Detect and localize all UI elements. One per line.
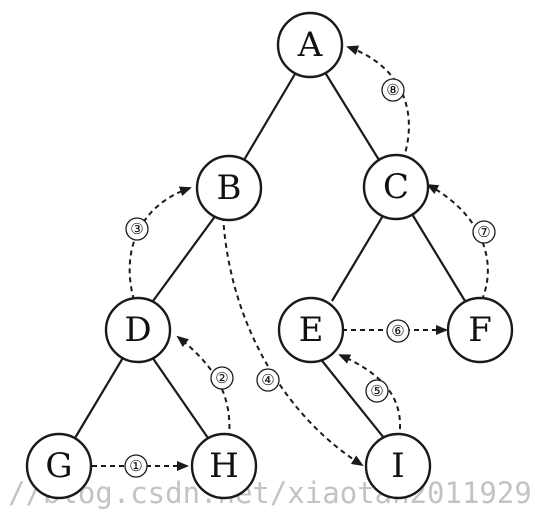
node-f: F: [446, 296, 514, 364]
watermark-text: //blog.csdn.net/xiaotan2011929: [8, 476, 532, 510]
node-i-label: I: [391, 446, 404, 486]
node-h: H: [190, 432, 258, 500]
step-marker-label: ③: [130, 220, 143, 238]
tree-edges: [74, 73, 466, 439]
edge-a-b: [243, 73, 296, 161]
step-marker: ⑧: [381, 78, 405, 102]
thread-i-e: [338, 354, 401, 439]
node-f-circle: [446, 296, 514, 364]
step-marker: ④: [256, 368, 280, 392]
edge-c-e: [331, 213, 385, 302]
node-c-label: C: [383, 167, 409, 207]
step-marker-ring: [210, 366, 234, 390]
thread-b-i: [222, 215, 364, 467]
step-marker: ⑦: [472, 220, 496, 244]
thread-c-a: [346, 45, 410, 161]
step-marker-ring: [386, 319, 410, 343]
node-i-circle: [364, 432, 432, 500]
step-marker-label: ⑧: [386, 81, 399, 99]
step-marker: ②: [210, 366, 234, 390]
step-marker-ring: [365, 379, 389, 403]
thread-f-c: [426, 184, 489, 301]
edge-d-g: [74, 355, 125, 439]
edge-e-i: [318, 356, 385, 439]
node-d-label: D: [124, 310, 151, 350]
node-a-circle: [276, 11, 344, 79]
step-marker-label: ⑤: [370, 382, 383, 400]
edge-d-h: [151, 356, 209, 439]
step-marker-label: ①: [129, 457, 142, 475]
node-e-label: E: [299, 310, 324, 350]
step-marker-ring: [256, 368, 280, 392]
node-c: C: [362, 153, 430, 221]
step-marker-ring: [472, 220, 496, 244]
step-marker: ⑥: [386, 319, 410, 343]
node-h-label: H: [209, 446, 239, 486]
node-g: G: [25, 432, 93, 500]
node-e-circle: [277, 296, 345, 364]
node-c-circle: [362, 153, 430, 221]
tree-nodes: A B C D E F G H: [25, 11, 514, 500]
thread-d-b: [128, 186, 192, 301]
step-marker: ⑤: [365, 379, 389, 403]
step-marker-label: ②: [215, 369, 228, 387]
watermark: //blog.csdn.net/xiaotan2011929: [8, 476, 532, 510]
node-a: A: [276, 11, 344, 79]
node-e: E: [277, 296, 345, 364]
edge-c-f: [411, 213, 466, 302]
step-markers: ① ② ③ ④ ⑤ ⑥ ⑦ ⑧: [124, 78, 496, 478]
node-g-label: G: [45, 446, 72, 486]
step-marker: ①: [124, 454, 148, 478]
node-d: D: [104, 296, 172, 364]
thread-arrows: [92, 45, 489, 471]
node-a-label: A: [297, 25, 323, 65]
step-marker-label: ④: [261, 371, 274, 389]
step-marker-ring: [125, 217, 149, 241]
step-marker-ring: [124, 454, 148, 478]
node-h-circle: [190, 432, 258, 500]
node-b: B: [195, 154, 263, 222]
edge-a-c: [325, 73, 380, 161]
node-f-label: F: [468, 310, 492, 350]
edge-b-d: [152, 214, 217, 302]
node-d-circle: [104, 296, 172, 364]
node-g-circle: [25, 432, 93, 500]
step-marker-label: ⑥: [391, 322, 404, 340]
node-b-label: B: [217, 168, 242, 208]
step-marker-label: ⑦: [477, 223, 490, 241]
node-i: I: [364, 432, 432, 500]
step-marker-ring: [381, 78, 405, 102]
thread-h-d: [176, 335, 231, 439]
node-b-circle: [195, 154, 263, 222]
step-marker: ③: [125, 217, 149, 241]
